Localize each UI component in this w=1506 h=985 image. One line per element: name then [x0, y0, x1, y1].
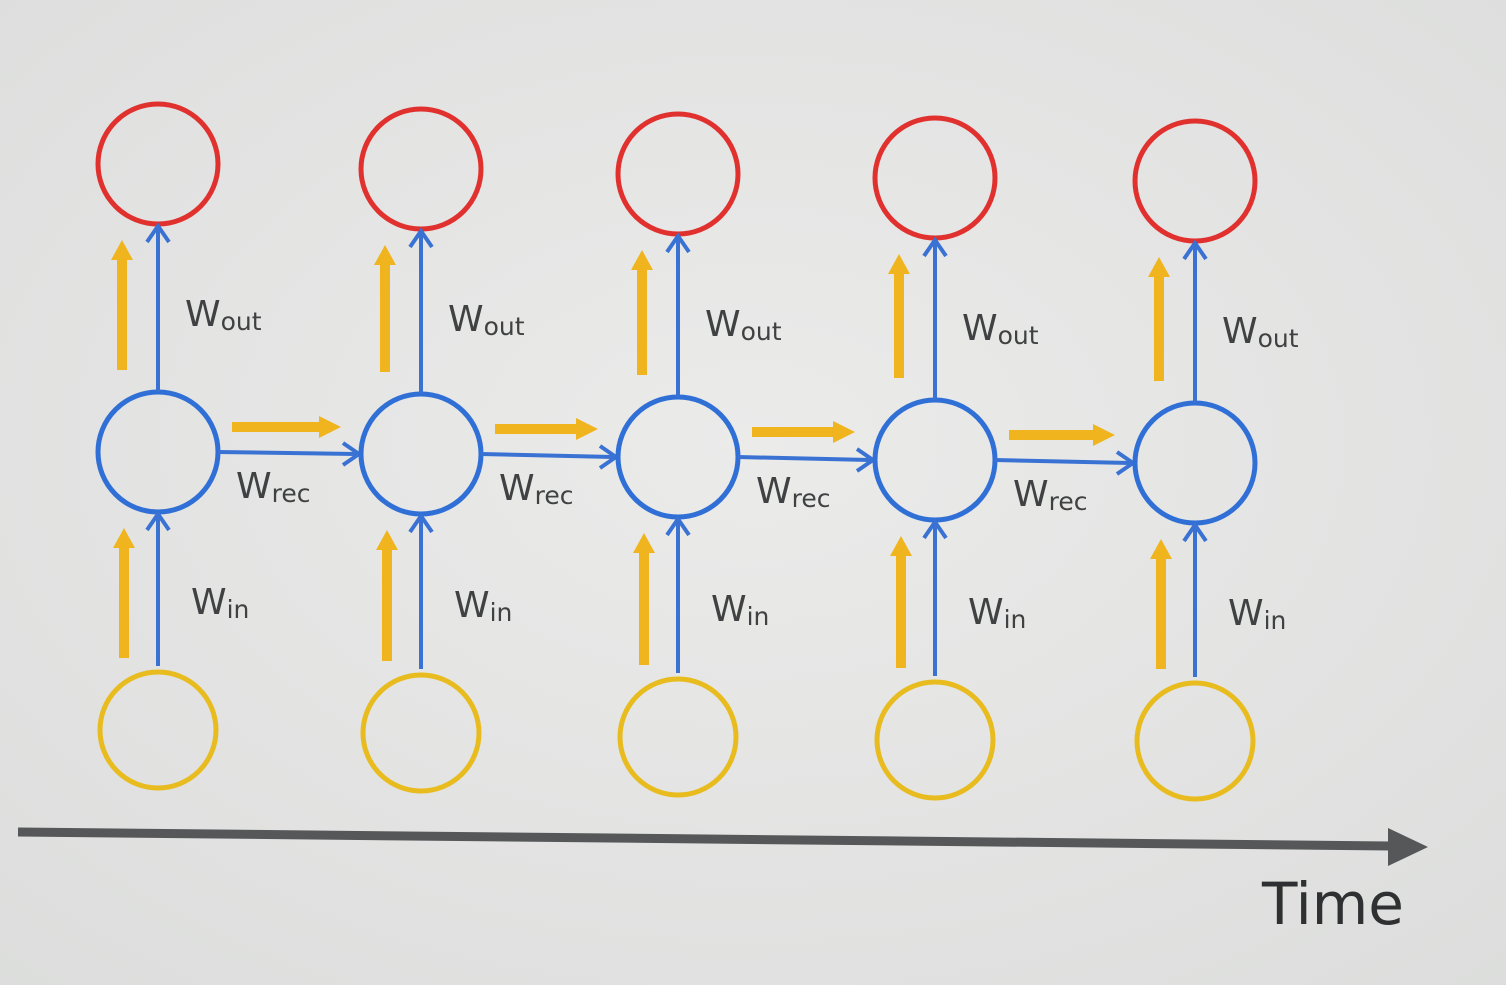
time-axis-line — [17, 827, 1391, 851]
w-in-label-t2: Win — [454, 585, 512, 627]
w-out-label-t1-main: W — [185, 294, 221, 335]
gradient-right-t1-head — [319, 416, 341, 438]
w-out-arrow-t2-arrowhead — [408, 227, 434, 249]
gradient-up-out-t5-head — [1148, 257, 1170, 277]
gradient-right-t2-shaft — [495, 424, 578, 434]
input-node-t5 — [1134, 680, 1256, 802]
input-node-t1 — [97, 669, 219, 791]
time-axis-arrowhead — [1388, 828, 1428, 866]
gradient-up-out-t1-shaft — [117, 258, 127, 370]
gradient-up-in-t2-shaft — [382, 548, 392, 661]
w-out-arrow-t5-arrowhead — [1182, 239, 1208, 261]
w-out-label-t4: Wout — [962, 308, 1039, 350]
w-in-label-t1-main: W — [191, 582, 227, 623]
w-out-label-t2: Wout — [448, 299, 525, 341]
w-out-label-t4-sub: out — [998, 321, 1039, 350]
time-axis-label: Time — [1261, 870, 1404, 938]
w-out-label-t2-main: W — [448, 299, 484, 340]
w-out-label-t1: Wout — [185, 294, 262, 336]
w-out-label-t5-main: W — [1222, 311, 1258, 352]
gradient-up-in-t3-shaft — [639, 551, 649, 665]
gradient-up-in-t3-head — [633, 533, 655, 553]
gradient-right-t3-shaft — [752, 427, 835, 437]
w-in-label-t4-main: W — [968, 592, 1004, 633]
gradient-up-out-t5-shaft — [1154, 275, 1164, 381]
gradient-up-in-t5-head — [1150, 539, 1172, 559]
gradient-up-out-t4-shaft — [894, 272, 904, 378]
w-rec-label-t4-sub: rec — [1049, 487, 1088, 516]
gradient-up-in-t1-head — [113, 528, 135, 548]
w-in-label-t3-sub: in — [747, 602, 770, 631]
w-rec-label-t1-sub: rec — [272, 479, 311, 508]
w-rec-label-t3: Wrec — [756, 471, 830, 513]
w-rec-label-t1: Wrec — [236, 466, 310, 508]
gradient-up-out-t4-head — [888, 254, 910, 274]
w-out-label-t4-main: W — [962, 308, 998, 349]
w-rec-label-t3-main: W — [756, 471, 792, 512]
w-in-label-t5-main: W — [1228, 593, 1264, 634]
gradient-right-t2-head — [576, 418, 598, 440]
w-in-label-t5: Win — [1228, 593, 1286, 635]
gradient-up-out-t1-head — [111, 240, 133, 260]
gradient-right-t4-shaft — [1009, 430, 1095, 440]
input-node-t3 — [617, 676, 739, 798]
w-rec-label-t4-main: W — [1013, 474, 1049, 515]
w-out-arrow-t1-arrowhead — [145, 222, 171, 244]
w-in-arrow-t1-arrowhead — [145, 510, 171, 532]
w-out-label-t1-sub: out — [221, 307, 262, 336]
w-in-arrow-t5-arrowhead — [1182, 521, 1208, 543]
w-in-arrow-t2-arrowhead — [408, 512, 434, 534]
w-rec-arrow-t4-line — [994, 458, 1131, 465]
w-in-label-t1-sub: in — [227, 595, 250, 624]
w-in-label-t4: Win — [968, 592, 1026, 634]
gradient-up-in-t2-head — [376, 530, 398, 550]
w-in-label-t2-sub: in — [490, 598, 513, 627]
w-in-label-t4-sub: in — [1004, 605, 1027, 634]
gradient-right-t3-head — [833, 421, 855, 443]
w-out-label-t5: Wout — [1222, 311, 1299, 353]
w-out-arrow-t4-arrowhead — [922, 236, 948, 258]
input-node-t2 — [360, 672, 482, 794]
gradient-right-t4-head — [1093, 424, 1115, 446]
gradient-up-in-t4-head — [890, 536, 912, 556]
w-in-label-t3-main: W — [711, 589, 747, 630]
gradient-up-out-t3-head — [631, 250, 653, 270]
w-in-label-t1: Win — [191, 582, 249, 624]
w-out-label-t3-main: W — [705, 304, 741, 345]
w-in-label-t3: Win — [711, 589, 769, 631]
gradient-up-out-t2-head — [374, 245, 396, 265]
gradient-right-t1-shaft — [232, 422, 321, 432]
w-out-label-t5-sub: out — [1258, 324, 1299, 353]
w-in-arrow-t3-arrowhead — [665, 515, 691, 537]
w-rec-arrow-t1-line — [217, 450, 357, 456]
w-out-arrow-t3-arrowhead — [665, 232, 691, 254]
w-rec-label-t4: Wrec — [1013, 474, 1087, 516]
gradient-up-in-t5-shaft — [1156, 557, 1166, 669]
w-in-label-t5-sub: in — [1264, 606, 1287, 635]
w-rec-label-t2-sub: rec — [535, 481, 574, 510]
w-in-label-t2-main: W — [454, 585, 490, 626]
w-rec-label-t3-sub: rec — [792, 484, 831, 513]
w-out-label-t3-sub: out — [741, 317, 782, 346]
w-rec-label-t1-main: W — [236, 466, 272, 507]
w-rec-label-t2: Wrec — [499, 468, 573, 510]
w-out-label-t2-sub: out — [484, 312, 525, 341]
gradient-up-in-t4-shaft — [896, 554, 906, 668]
w-rec-arrow-t3-line — [737, 455, 871, 462]
w-in-arrow-t4-arrowhead — [922, 518, 948, 540]
w-out-label-t3: Wout — [705, 304, 782, 346]
gradient-up-out-t3-shaft — [637, 268, 647, 375]
gradient-up-in-t1-shaft — [119, 546, 129, 658]
gradient-up-out-t2-shaft — [380, 263, 390, 372]
input-node-t4 — [874, 679, 996, 801]
w-rec-arrow-t2-line — [480, 452, 614, 459]
w-rec-label-t2-main: W — [499, 468, 535, 509]
